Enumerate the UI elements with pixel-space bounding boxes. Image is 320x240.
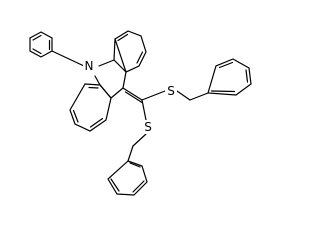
atom-label-sulfur-upper: S [165,84,177,98]
chemical-structure-diagram: N S S [29,30,252,196]
svg-text:N: N [85,59,94,73]
atom-label-nitrogen: N [83,59,95,73]
lower-benzyl-group [107,133,148,196]
acridine-central-ring [94,59,127,99]
svg-text:S: S [144,120,152,134]
atom-label-sulfur-lower: S [142,120,154,134]
upper-benzyl-group [176,58,252,101]
n-phenyl-ring [29,31,85,67]
dithioketene-acetal [122,87,166,121]
acridine-lower-benzo-ring [69,83,112,132]
acridine-upper-benzo-ring [113,30,147,73]
svg-text:S: S [167,84,175,98]
